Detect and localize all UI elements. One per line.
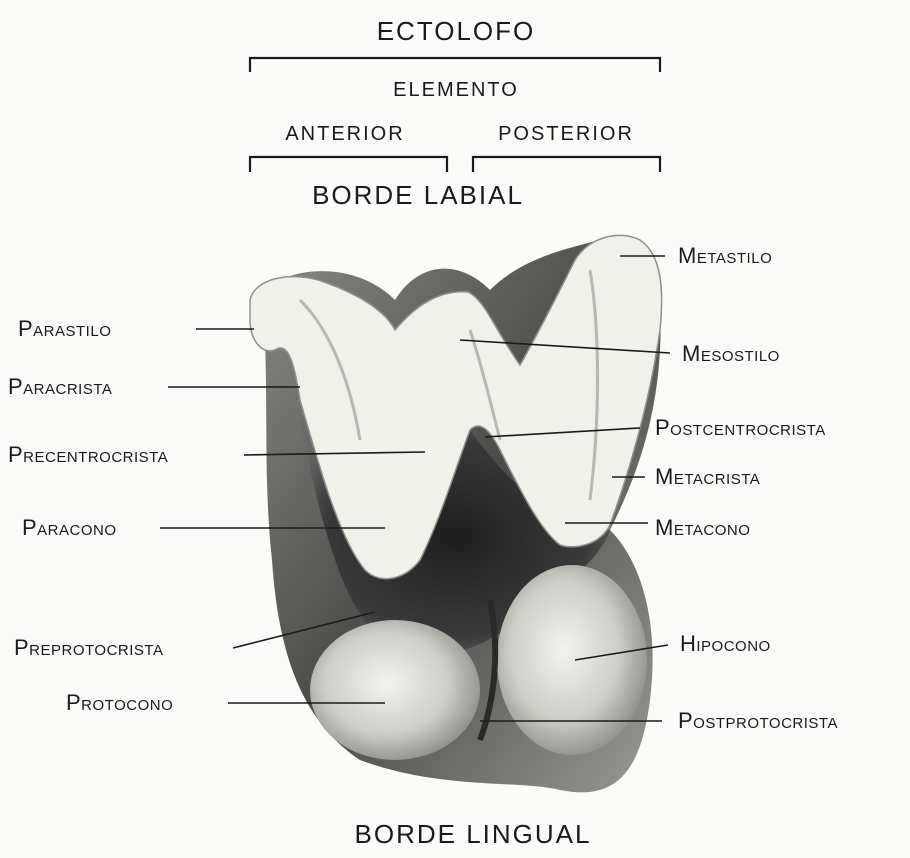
posterior-bracket (473, 157, 660, 172)
hipocono-cusp (497, 565, 647, 755)
label-parastilo: Parastilo (18, 316, 111, 341)
tooth-illustration (250, 235, 662, 792)
label-hipocono: Hipocono (680, 631, 771, 656)
label-postcentrocrista: Postcentrocrista (655, 415, 826, 440)
label-postprotocrista: Postprotocrista (678, 708, 838, 733)
label-metacrista: Metacrista (655, 464, 760, 489)
ectolofo-title: ECTOLOFO (377, 16, 536, 46)
anterior-title: ANTERIOR (285, 123, 404, 145)
protocono-cusp (310, 620, 480, 760)
borde-lingual-title: BORDE LINGUAL (355, 819, 592, 849)
label-protocono: Protocono (66, 690, 173, 715)
label-metastilo: Metastilo (678, 243, 772, 268)
ectolofo-bracket (250, 58, 660, 72)
label-preprotocrista: Preprotocrista (14, 635, 163, 660)
posterior-title: POSTERIOR (498, 123, 634, 145)
anterior-bracket (250, 157, 447, 172)
label-paracrista: Paracrista (8, 374, 112, 399)
borde-labial-title: BORDE LABIAL (312, 180, 524, 210)
elemento-title: ELEMENTO (393, 79, 519, 101)
label-precentrocrista: Precentrocrista (8, 442, 168, 467)
label-metacono: Metacono (655, 515, 750, 540)
label-mesostilo: Mesostilo (682, 341, 780, 366)
header-brackets (250, 58, 660, 172)
label-paracono: Paracono (22, 515, 117, 540)
